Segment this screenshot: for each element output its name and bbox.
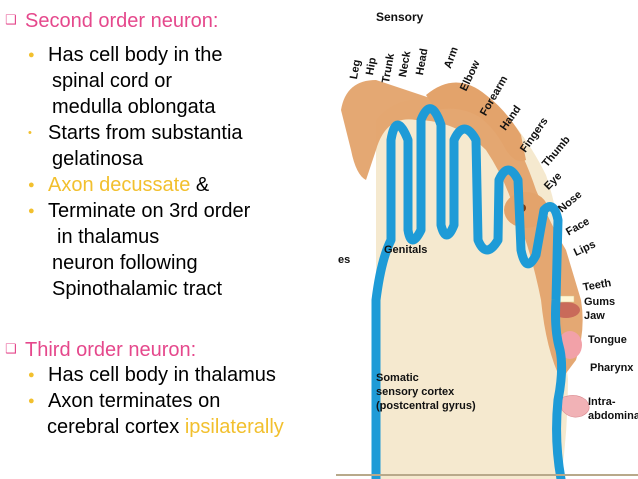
label-genitals: Genitals (384, 244, 428, 256)
bullet-icon: ● (28, 49, 35, 61)
cortex-gyri (371, 104, 567, 479)
label-pes: es (338, 254, 351, 266)
bullet-icon: ● (28, 395, 35, 407)
label-cortex-1: Somatic (376, 372, 419, 384)
list-item: ●Axon decussate & (28, 174, 210, 196)
list-item: ●Terminate on 3rd order (28, 200, 251, 222)
label-abdominal: abdominal (588, 410, 638, 422)
text-line: spinal cord or (52, 70, 173, 92)
third-order-heading: ❑Third order neuron: (5, 339, 197, 361)
bullet-icon: ● (28, 179, 35, 191)
label-intra: Intra- (588, 396, 616, 408)
text-line: in thalamus (57, 226, 160, 248)
text-line: neuron following (52, 252, 198, 274)
figure-title: Sensory (376, 10, 424, 24)
list-item: ●Has cell body in the (28, 44, 223, 66)
text-line: Spinothalamic tract (52, 278, 223, 300)
homunculus-abdomen (560, 395, 590, 418)
label-jaw: Jaw (584, 310, 605, 322)
homunculus-arm (426, 82, 526, 162)
bullet-icon: • (28, 127, 32, 139)
label-gums: Gums (584, 296, 616, 308)
label-pharynx: Pharynx (590, 362, 634, 374)
second-order-heading: ❑Second order neuron: (5, 10, 219, 32)
text-line: cerebral cortex ipsilaterally (47, 416, 284, 438)
sensory-homunculus-figure (336, 80, 638, 479)
bullet-icon: ● (28, 369, 35, 381)
list-item: ●Axon terminates on (28, 390, 221, 412)
label-cortex-2: sensory cortex (376, 386, 455, 398)
text-line: medulla oblongata (52, 96, 216, 118)
list-item: ●Has cell body in thalamus (28, 364, 276, 386)
bullet-icon: ❑ (5, 12, 17, 27)
label-cortex-3: (postcentral gyrus) (376, 400, 476, 412)
label-tongue: Tongue (588, 334, 627, 346)
bullet-icon: ❑ (5, 341, 17, 356)
list-item: •Starts from substantia (28, 122, 243, 144)
text-line: gelatinosa (52, 148, 144, 170)
bullet-icon: ● (28, 205, 35, 217)
